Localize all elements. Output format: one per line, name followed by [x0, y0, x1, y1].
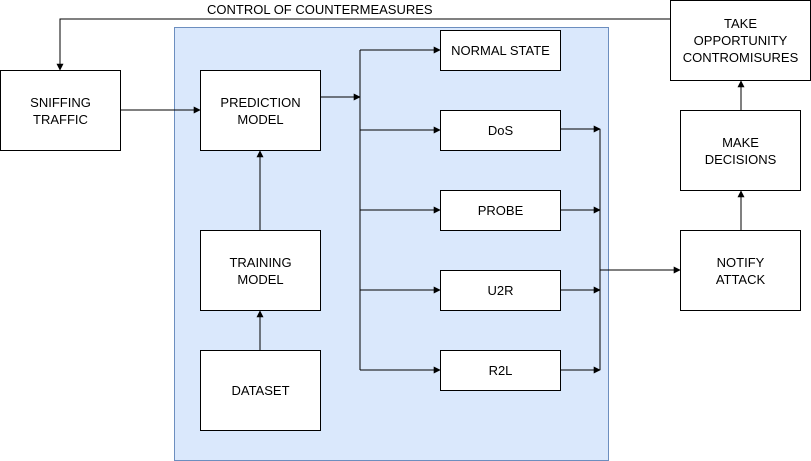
node-normal-state: NORMAL STATE [440, 30, 561, 71]
node-probe: PROBE [440, 190, 561, 231]
node-dos: DoS [440, 110, 561, 151]
node-u2r: U2R [440, 270, 561, 311]
node-sniffing-traffic: SNIFFING TRAFFIC [0, 70, 121, 151]
node-notify-attack: NOTIFY ATTACK [680, 230, 801, 311]
node-training-model: TRAINING MODEL [200, 230, 321, 311]
edge-feedback-to-sniffing [56, 18, 670, 71]
node-take-opportunity: TAKE OPPORTUNITY CONTROMISURES [670, 0, 811, 81]
node-make-decisions: MAKE DECISIONS [680, 110, 801, 191]
node-r2l: R2L [440, 350, 561, 391]
feedback-label: CONTROL OF COUNTERMEASURES [205, 2, 435, 17]
node-prediction-model: PREDICTION MODEL [200, 70, 321, 151]
node-dataset: DATASET [200, 350, 321, 431]
